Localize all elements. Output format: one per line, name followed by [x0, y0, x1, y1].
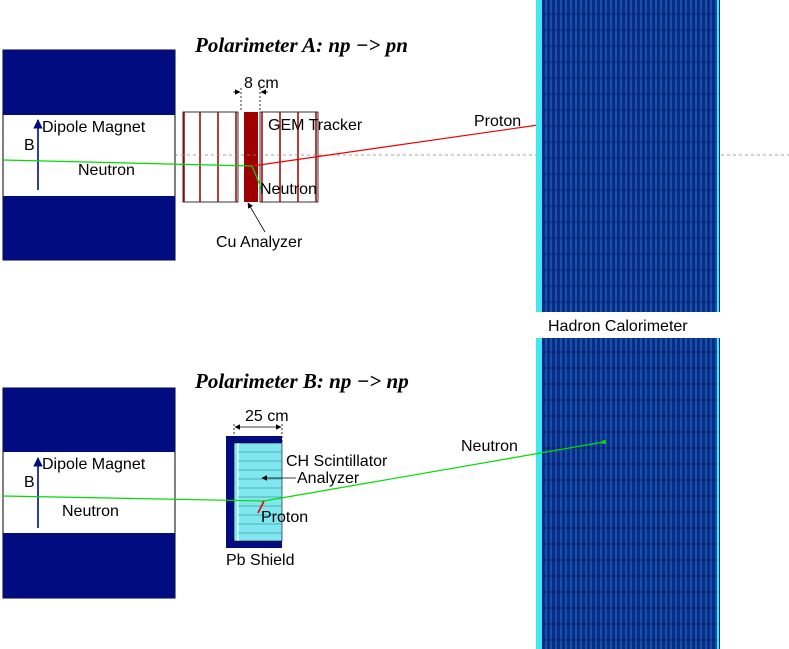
outgoing-label-b: Neutron	[461, 438, 518, 455]
outgoing-neutron-track-b	[263, 441, 605, 502]
analyzer-label-b: Analyzer	[297, 470, 360, 487]
dimension-8cm: 8 cm	[233, 75, 279, 112]
magnet-label-a: Dipole Magnet	[42, 119, 146, 136]
magnet-a-lower-pole	[3, 196, 175, 260]
gem-tracker-rear	[259, 111, 319, 203]
dipole-magnet-a: B Dipole Magnet Neutron	[2, 49, 176, 261]
beam-label-a: Neutron	[78, 162, 135, 179]
beam-label-b: Neutron	[62, 503, 119, 520]
incident-neutron-track-a	[2, 159, 253, 167]
calorimeter-label: Hadron Calorimeter	[548, 318, 688, 335]
calorimeter-bottom-front-layer	[536, 338, 542, 649]
cu-analyzer-block	[244, 112, 258, 202]
scattered-label-a: Neutron	[260, 181, 317, 198]
polarimeter-a-title: Polarimeter A: np −> pn	[194, 33, 408, 57]
dimension-25cm: 25 cm	[233, 408, 289, 443]
shield-label: Pb Shield	[226, 552, 295, 569]
scintillator-bars	[238, 451, 282, 534]
calorimeter-bottom-body	[536, 338, 720, 649]
incident-neutron-track-b	[2, 495, 265, 502]
hadron-calorimeter-top	[536, 0, 720, 312]
gem-tracker-label: GEM Tracker	[268, 117, 363, 134]
magnet-label-b: Dipole Magnet	[42, 456, 146, 473]
analyzer-pointer-a	[247, 202, 266, 233]
scattered-label-b: Proton	[261, 509, 308, 526]
neutron-hit-b	[602, 440, 606, 444]
recoil-proton-track-b	[257, 500, 265, 514]
calorimeter-top-front-layer	[536, 0, 542, 312]
calorimeter-bottom-cells	[543, 338, 720, 649]
magnet-b-lower-pole	[3, 533, 175, 598]
dimension-8cm-label: 8 cm	[244, 75, 279, 92]
polarimeter-a: Polarimeter A: np −> pn B Dipole Magnet …	[2, 33, 789, 261]
magnet-b-upper-pole	[3, 388, 175, 452]
polarimeter-b-title: Polarimeter B: np −> np	[194, 369, 409, 393]
analyzer-label-a: Cu Analyzer	[216, 234, 303, 251]
magnet-a-upper-pole	[3, 50, 175, 115]
scintillator-label: CH Scintillator	[286, 453, 388, 470]
dipole-magnet-b: B Dipole Magnet Neutron	[2, 387, 176, 599]
scattered-neutron-track-a	[251, 165, 263, 191]
gem-tracker-front	[182, 111, 239, 203]
dimension-25cm-label: 25 cm	[245, 408, 289, 425]
pb-shield-and-scintillator	[226, 436, 283, 548]
field-label-a: B	[24, 137, 35, 154]
gem-tracker-a: GEM Tracker	[182, 111, 363, 203]
calorimeter-top-body	[536, 0, 720, 312]
field-label-b: B	[24, 474, 35, 491]
outgoing-label-a: Proton	[474, 113, 521, 130]
calorimeter-top-cells	[543, 0, 720, 312]
polarimeter-b: Polarimeter B: np −> np B Dipole Magnet …	[2, 369, 606, 599]
ch-scintillator	[233, 442, 283, 542]
hadron-calorimeter-bottom	[536, 338, 720, 649]
